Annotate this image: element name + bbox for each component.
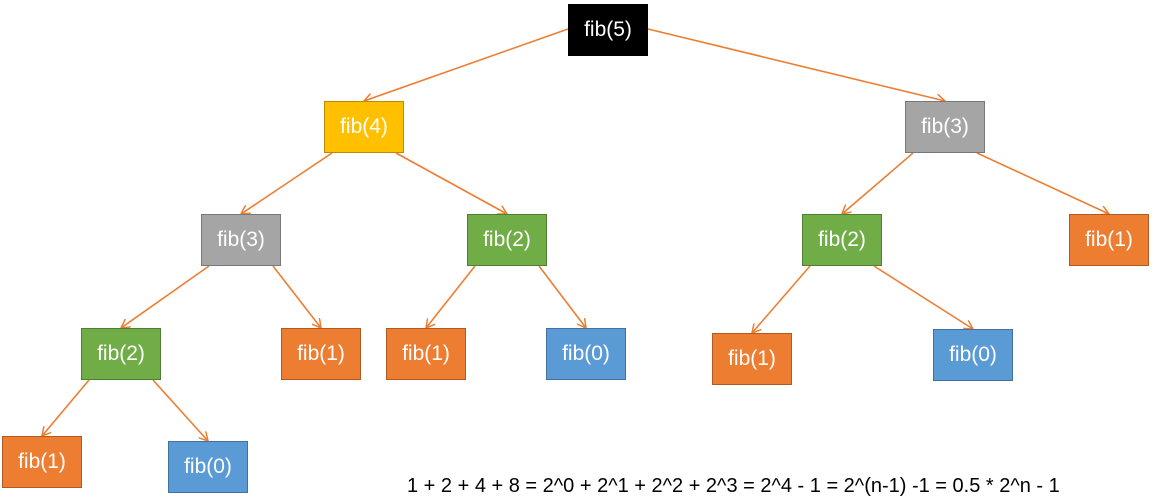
node-fib-2: fib(2) xyxy=(802,214,882,266)
complexity-formula: 1 + 2 + 4 + 8 = 2^0 + 2^1 + 2^2 + 2^3 = … xyxy=(407,475,1060,497)
edge-arrow xyxy=(364,28,569,101)
node-fib-0: fib(0) xyxy=(168,441,248,493)
node-fib-1: fib(1) xyxy=(1069,214,1149,266)
node-fib-1: fib(1) xyxy=(386,328,466,380)
edge-arrow xyxy=(842,152,914,214)
node-fib-2: fib(2) xyxy=(81,328,161,380)
node-fib-4: fib(4) xyxy=(324,101,404,153)
node-fib-3-right: fib(3) xyxy=(905,101,985,153)
edge-arrow xyxy=(873,265,973,329)
edge-arrow xyxy=(426,265,476,328)
node-fib-1: fib(1) xyxy=(712,333,792,385)
edge-arrow xyxy=(976,152,1109,214)
node-fib-2: fib(2) xyxy=(467,214,547,266)
edge-arrow xyxy=(152,379,208,441)
edge-arrow xyxy=(647,28,945,101)
edge-arrow xyxy=(395,152,507,214)
node-fib-1: fib(1) xyxy=(2,436,82,488)
edge-arrow xyxy=(272,265,321,328)
edge-arrow xyxy=(42,379,90,436)
node-fib-3-left: fib(3) xyxy=(201,214,281,266)
edge-arrow xyxy=(241,152,333,214)
edge-arrow xyxy=(752,265,811,333)
edge-arrow xyxy=(121,265,210,328)
node-fib-1: fib(1) xyxy=(281,328,361,380)
node-fib-5: fib(5) xyxy=(568,4,648,56)
edge-arrow xyxy=(538,265,586,328)
node-fib-0: fib(0) xyxy=(933,329,1013,381)
node-fib-0: fib(0) xyxy=(546,328,626,380)
